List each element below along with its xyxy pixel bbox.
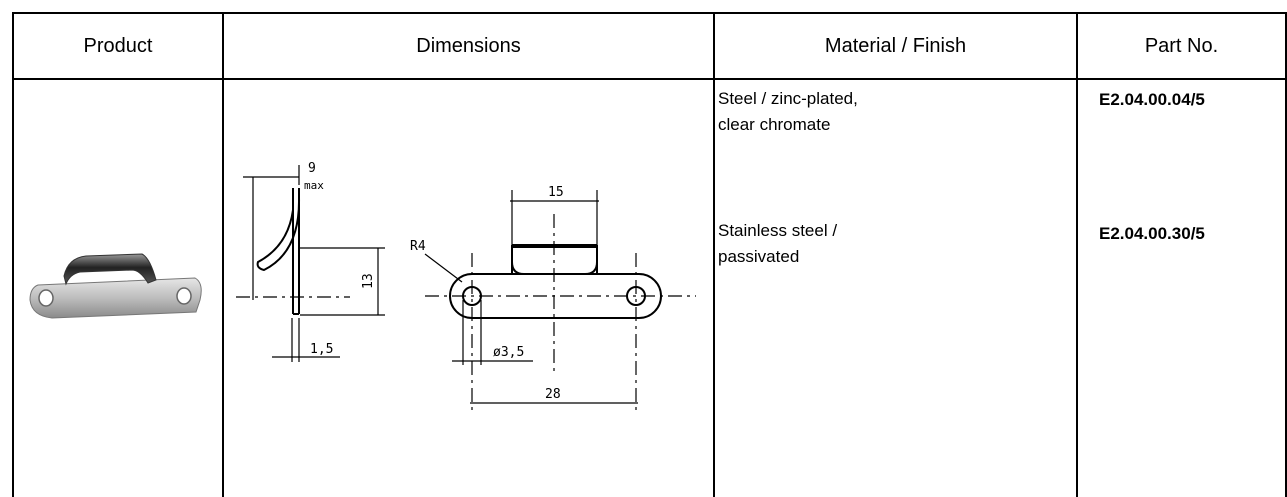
material-cell-2: Stainless steel / passivated [718,218,837,270]
header-product: Product [83,34,153,57]
dim-hole-diameter: ø3,5 [493,345,524,360]
dim-thickness: 1,5 [310,342,333,357]
table-border-top [12,12,1287,14]
table-divider-3 [1076,12,1078,497]
header-dimensions: Dimensions [416,34,521,57]
material-cell-1: Steel / zinc-plated, clear chromate [718,86,858,138]
front-view-drawing: R4 15 ø3,5 28 [410,185,696,415]
material-line: Steel / zinc-plated, [718,89,858,108]
side-view-drawing: 9 max 13 1,5 [236,161,385,362]
table-divider-1 [222,12,224,497]
table-divider-2 [713,12,715,497]
dim-width-max-value: 9 [308,161,316,176]
product-photo [29,253,202,319]
dim-hole-spacing: 28 [545,387,561,402]
part-number[interactable]: E2.04.00.04/5 [1099,90,1205,109]
header-part-no: Part No. [1144,34,1219,57]
header-divider [12,78,1287,80]
header-material: Material / Finish [824,34,967,57]
part-number[interactable]: E2.04.00.30/5 [1099,224,1205,243]
table-border-right [1285,12,1287,497]
dim-radius: R4 [410,239,426,254]
dim-height: 13 [361,273,376,289]
material-line: Stainless steel / [718,221,838,240]
material-line: clear chromate [718,115,831,134]
dim-width-max-note: max [304,179,324,192]
table-border-left [12,12,14,497]
material-line: passivated [718,247,800,266]
dim-tab-width: 15 [548,185,564,200]
